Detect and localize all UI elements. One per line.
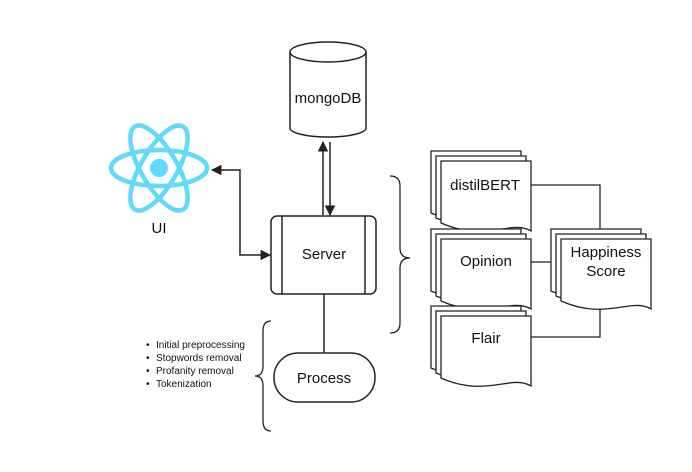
list-item: • Initial preprocessing [146, 340, 245, 351]
svg-text:•: • [146, 379, 150, 390]
ui-label: UI [152, 220, 167, 237]
svg-text:Initial preprocessing: Initial preprocessing [156, 340, 245, 351]
mongodb-database-node [289, 41, 367, 138]
happiness-label-line1: Happiness [571, 244, 642, 261]
list-item: • Profanity removal [146, 366, 234, 377]
flair-label: Flair [471, 330, 500, 347]
process-steps-list: • Initial preprocessing • Stopwords remo… [146, 340, 245, 390]
svg-text:•: • [146, 353, 150, 364]
svg-text:Profanity removal: Profanity removal [156, 366, 234, 377]
happiness-label-line2: Score [586, 263, 625, 280]
list-item: • Stopwords removal [146, 353, 242, 364]
distilbert-label: distilBERT [450, 177, 520, 194]
svg-text:•: • [146, 340, 150, 351]
svg-text:•: • [146, 366, 150, 377]
process-node [273, 352, 376, 403]
models-brace [389, 175, 411, 334]
ui-server-connector [210, 164, 272, 261]
react-logo-icon [108, 123, 210, 213]
svg-text:Stopwords removal: Stopwords removal [156, 353, 242, 364]
process-brace [254, 320, 272, 432]
server-label: Server [302, 246, 346, 263]
opinion-label: Opinion [460, 253, 512, 270]
process-label: Process [297, 370, 351, 387]
mongodb-label: mongoDB [295, 90, 362, 107]
list-item: • Tokenization [146, 379, 212, 390]
server-db-connector [317, 140, 336, 217]
svg-text:Tokenization: Tokenization [156, 379, 212, 390]
